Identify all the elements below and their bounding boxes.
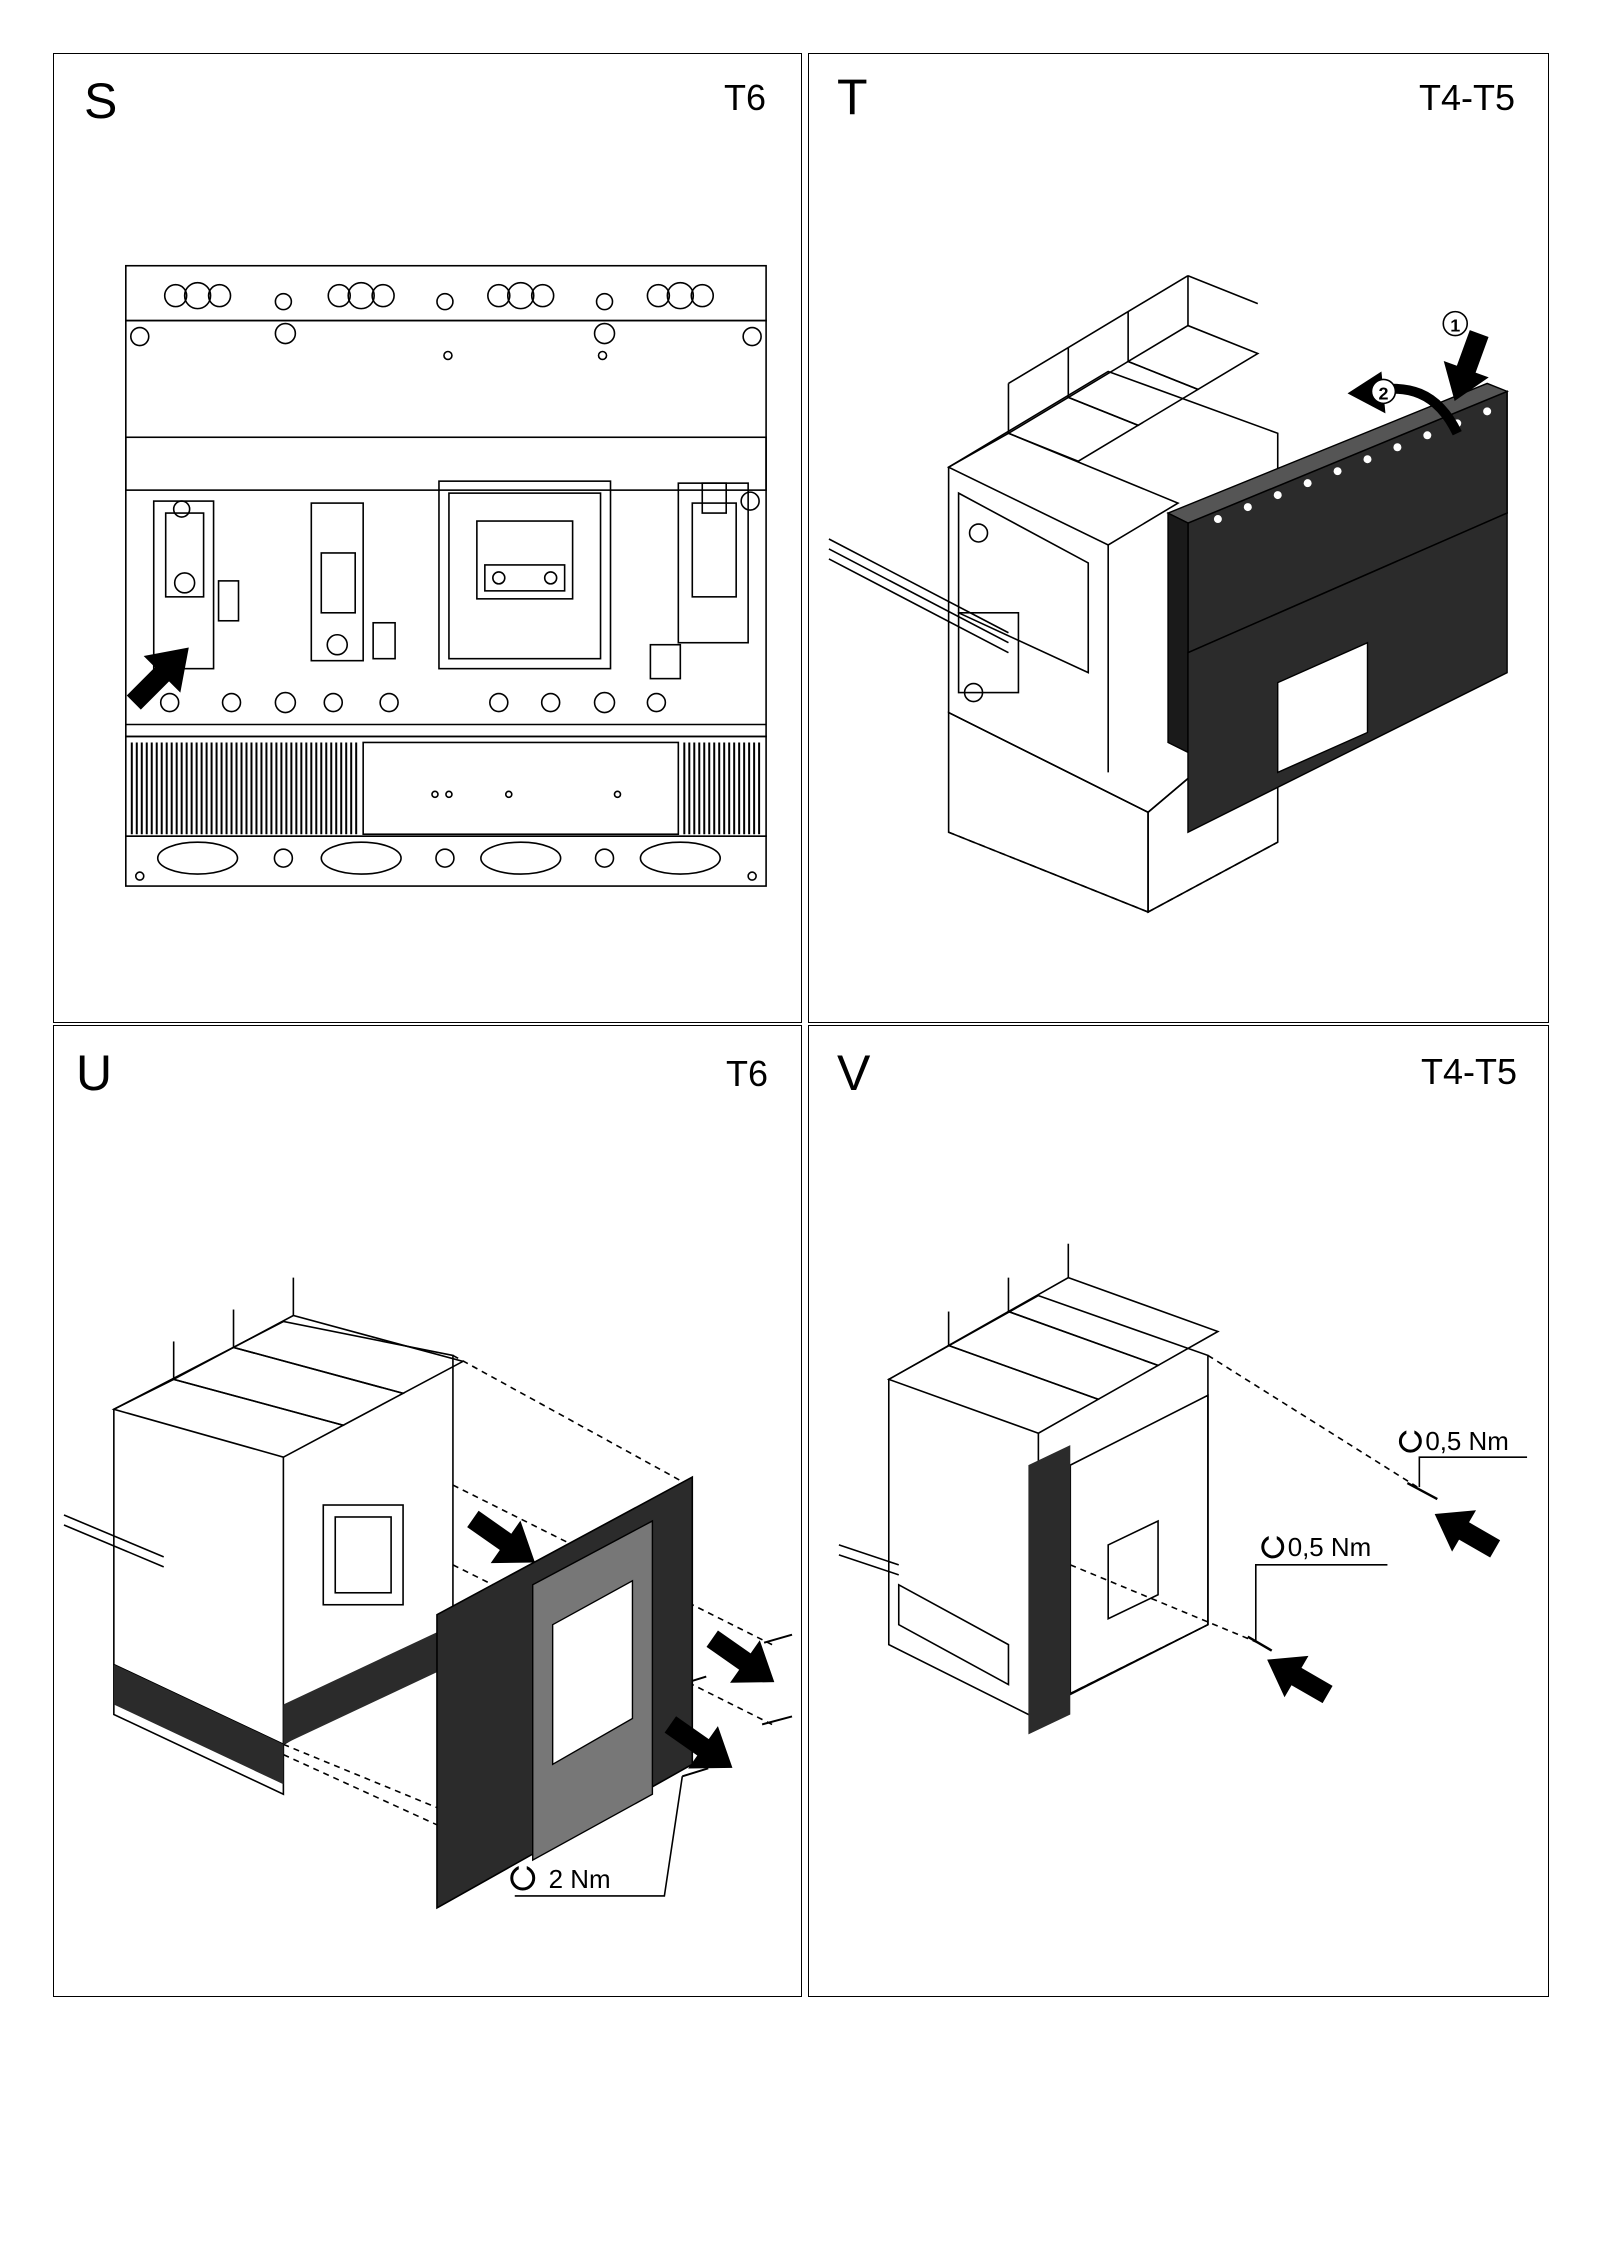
panel-model: T4-T5 bbox=[1419, 77, 1516, 118]
top-terminal-holes bbox=[163, 281, 715, 311]
panel-u: U T6 bbox=[53, 1025, 802, 1997]
panel-t: T T4-T5 bbox=[808, 53, 1549, 1023]
step-marker-1 bbox=[1442, 310, 1469, 337]
arrow-icon bbox=[1434, 1510, 1501, 1558]
torque-icon bbox=[1398, 1428, 1422, 1453]
step-marker-2 bbox=[1370, 378, 1397, 405]
torque-label-lower: 0,5 Nm bbox=[1288, 1534, 1372, 1562]
panel-s: S T6 bbox=[53, 53, 802, 1023]
arrow-icon bbox=[664, 1716, 733, 1769]
removable-cover bbox=[436, 1475, 694, 1910]
arrow-icon bbox=[706, 1630, 775, 1683]
step-number-2: 2 bbox=[1378, 383, 1388, 403]
panel-model: T6 bbox=[724, 77, 767, 118]
arrow-icon bbox=[1267, 1655, 1333, 1704]
panel-model: T4-T5 bbox=[1421, 1051, 1518, 1092]
panel-letter: U bbox=[76, 1045, 113, 1101]
panel-v: V T4-T5 bbox=[808, 1025, 1549, 1997]
panel-letter: T bbox=[837, 69, 868, 125]
torque-icon bbox=[1261, 1533, 1285, 1559]
arrow-icon bbox=[126, 647, 189, 710]
torque-label: 2 Nm bbox=[549, 1866, 611, 1894]
breaker-cover-install-figure: 2 Nm bbox=[63, 1277, 793, 1910]
arrow-icon bbox=[467, 1510, 535, 1564]
torque-label-upper: 0,5 Nm bbox=[1425, 1428, 1509, 1456]
bottom-terminal-holes bbox=[134, 841, 757, 881]
arrow-icon bbox=[1443, 330, 1489, 402]
step-number-1: 1 bbox=[1450, 316, 1460, 336]
panel-model: T6 bbox=[726, 1053, 769, 1094]
torque-icon bbox=[510, 1864, 536, 1891]
breaker-cover-removal-figure: 1 2 bbox=[828, 274, 1509, 914]
panel-letter: S bbox=[84, 73, 118, 129]
removable-cover bbox=[1166, 382, 1509, 834]
breaker-front-view-figure bbox=[125, 264, 767, 887]
panel-letter: V bbox=[837, 1045, 871, 1101]
breaker-cover-screw-figure: 0,5 Nm 0,5 Nm bbox=[838, 1243, 1528, 1735]
